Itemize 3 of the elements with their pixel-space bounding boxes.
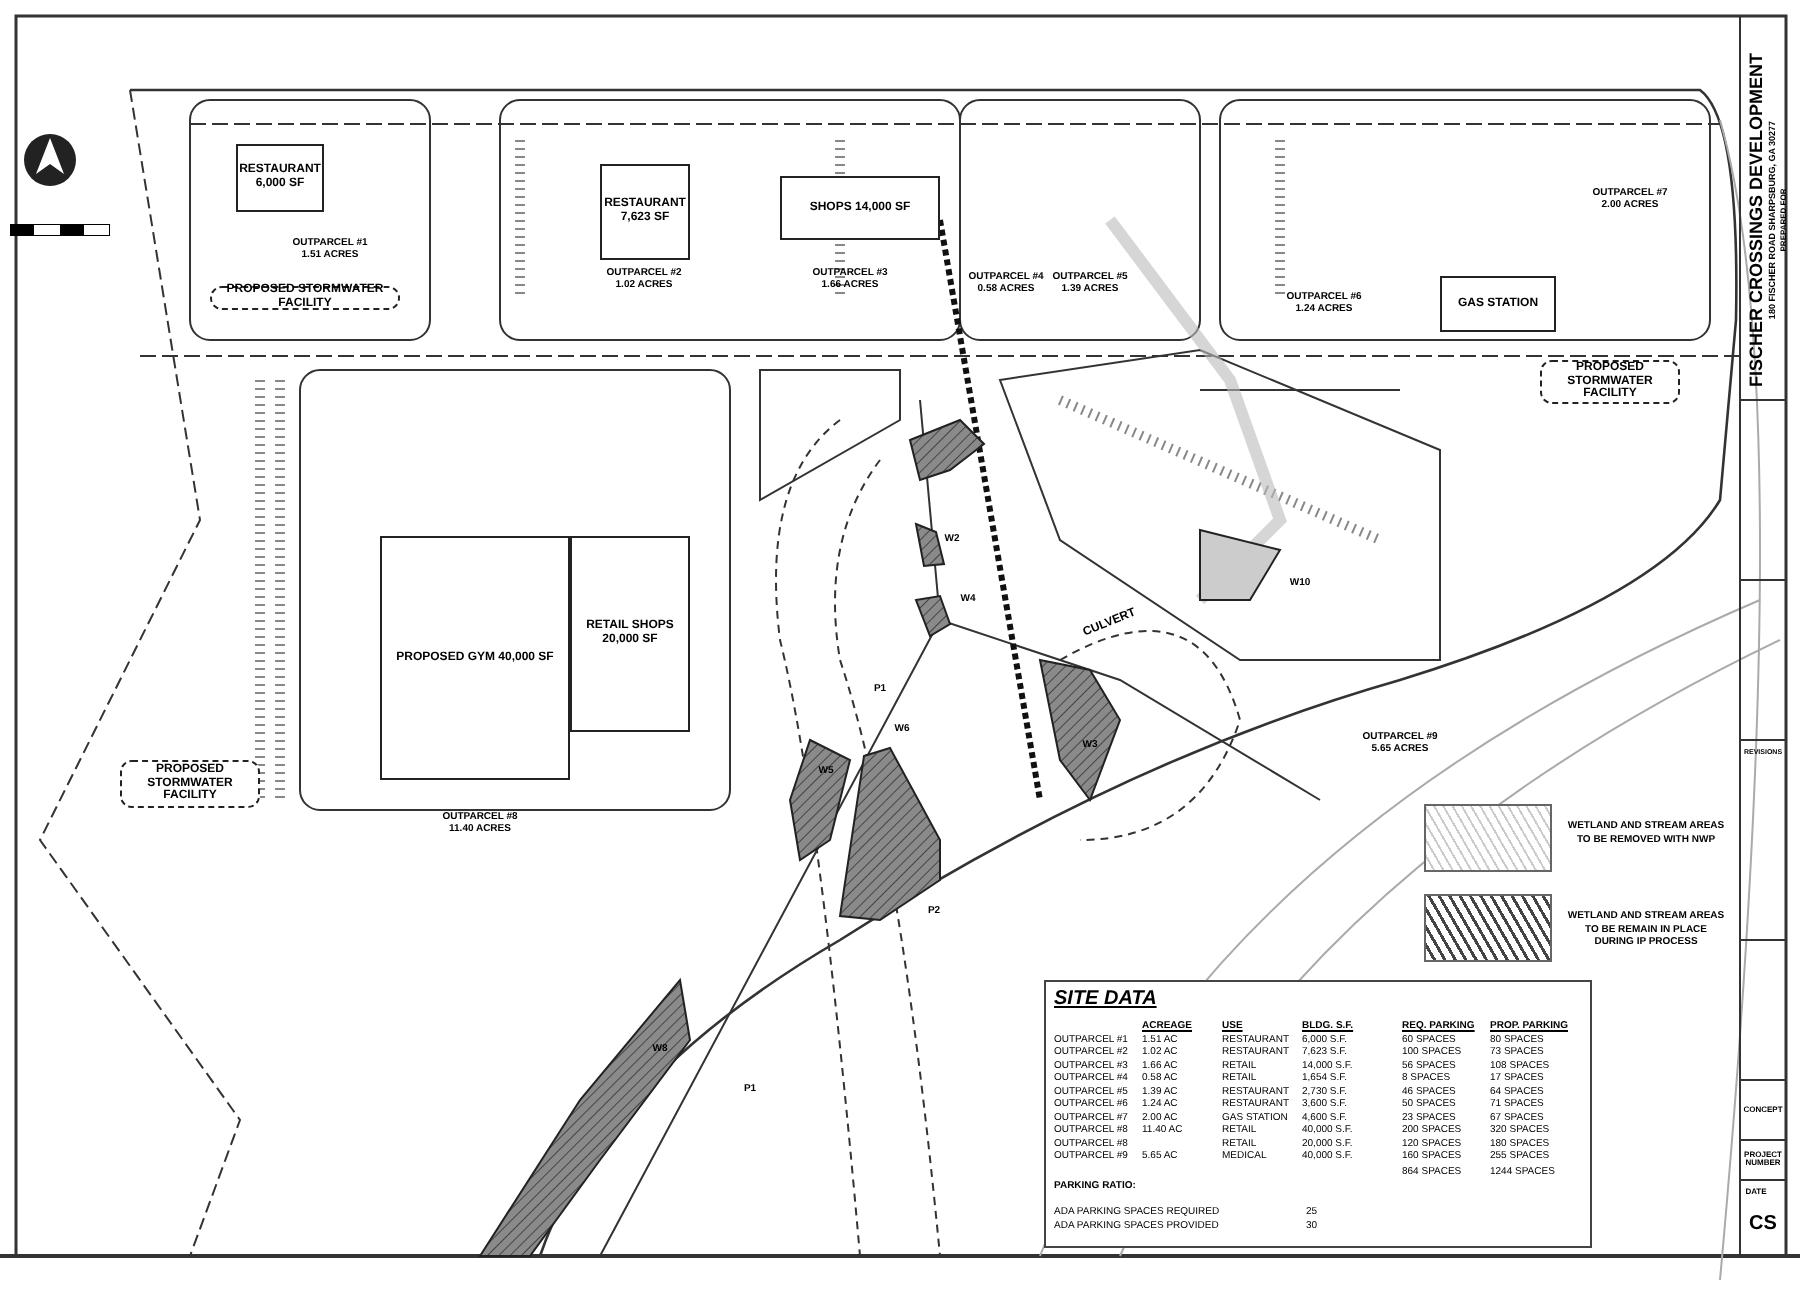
drawing-title: FISCHER CROSSINGS DEVELOPMENT <box>1748 52 1768 388</box>
sheet-number: CS <box>1749 1213 1777 1235</box>
table-title: SITE DATA <box>1054 990 1157 1010</box>
